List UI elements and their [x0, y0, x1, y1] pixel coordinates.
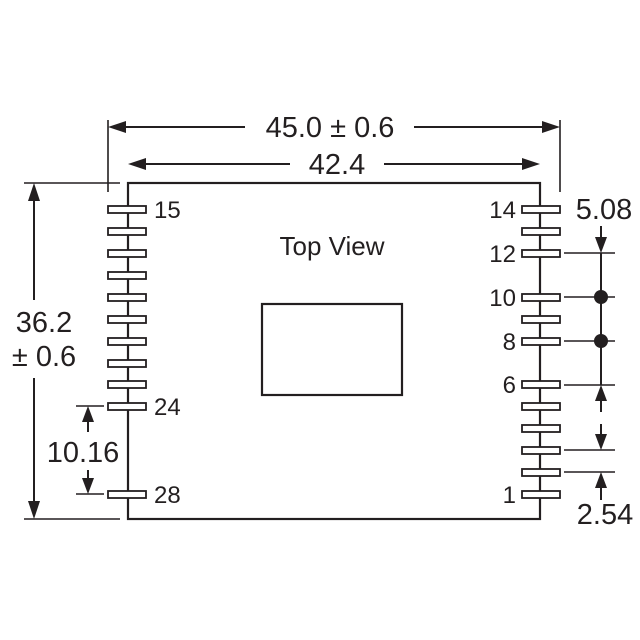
pin	[107, 380, 147, 389]
pin	[107, 315, 147, 324]
pin-label-6: 6	[503, 372, 516, 399]
body-width-label: 42.4	[309, 149, 365, 181]
pin-label-15: 15	[154, 197, 181, 224]
pin-label-1: 1	[503, 482, 516, 509]
pin	[107, 490, 147, 499]
left-pin-row	[107, 205, 147, 499]
pitch-dot	[594, 290, 608, 304]
pitch-dot	[594, 334, 608, 348]
height-tolerance-label: ± 0.6	[12, 341, 76, 373]
pin	[107, 205, 147, 214]
pin	[521, 490, 561, 499]
pin-label-8: 8	[503, 329, 516, 356]
pin	[521, 380, 561, 389]
pin	[107, 293, 147, 302]
right-pin-row	[521, 205, 561, 499]
pin	[107, 337, 147, 346]
overall-width-dimension: 45.0 ± 0.6	[108, 112, 560, 144]
pin	[521, 227, 561, 236]
pin-label-24: 24	[154, 394, 181, 421]
pin	[521, 468, 561, 477]
pitch-small-label: 2.54	[577, 499, 633, 531]
top-view-title: Top View	[279, 231, 384, 261]
pin	[107, 249, 147, 258]
pin	[521, 446, 561, 455]
pitch-large-label: 5.08	[576, 194, 632, 226]
pin	[521, 424, 561, 433]
pitch-dimension-2-54: 2.54	[564, 424, 633, 531]
pin	[521, 402, 561, 411]
label-window	[260, 302, 404, 397]
height-value-label: 36.2	[16, 307, 72, 339]
pin	[107, 359, 147, 368]
height-dimension: 36.2 ± 0.6	[12, 183, 76, 519]
pin	[107, 227, 147, 236]
pin-label-12: 12	[489, 241, 516, 268]
pin-label-28: 28	[154, 482, 181, 509]
pin-span-dimension: 10.16	[47, 405, 120, 495]
pin	[521, 293, 561, 302]
pin	[107, 402, 147, 411]
pitch-dimension-5-08: 5.08	[564, 194, 632, 412]
pin-label-10: 10	[489, 285, 516, 312]
body-width-dimension: 42.4	[128, 149, 540, 181]
pin-label-14: 14	[489, 197, 516, 224]
pin-span-label: 10.16	[47, 437, 120, 469]
pin	[521, 249, 561, 258]
pin	[107, 271, 147, 280]
pin	[521, 315, 561, 324]
overall-width-label: 45.0 ± 0.6	[266, 112, 395, 144]
pin	[521, 205, 561, 214]
pin	[521, 337, 561, 346]
